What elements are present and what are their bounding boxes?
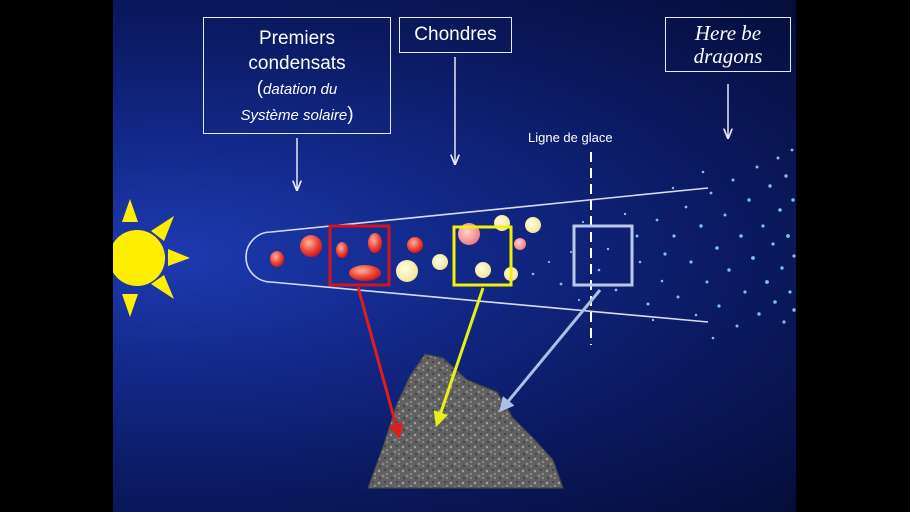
chondres-box bbox=[452, 225, 513, 287]
arrow-red-to-rock bbox=[356, 286, 404, 439]
premiers-condensats-label: Premiers condensats (datation du Système… bbox=[203, 17, 391, 134]
premiers-line1: Premiers bbox=[258, 28, 335, 49]
premiers-sub2: Système solaire bbox=[240, 107, 348, 124]
paren-open: ( bbox=[256, 78, 264, 99]
arrow-blue-to-rock bbox=[499, 289, 602, 413]
scene-diagram bbox=[113, 57, 796, 489]
arrow-yellow-to-rock bbox=[433, 287, 485, 427]
paren-close: ) bbox=[347, 104, 354, 125]
sun-icon bbox=[113, 199, 190, 317]
ice-region-box bbox=[572, 224, 634, 287]
dragons-line2: dragons bbox=[693, 44, 763, 68]
premiers-sub1-line: (datation du bbox=[204, 76, 390, 102]
chondres-label: Chondres bbox=[399, 17, 512, 53]
meteorite-rock bbox=[367, 353, 564, 489]
premiers-sub1: datation du bbox=[263, 81, 338, 98]
ligne-de-glace-label: Ligne de glace bbox=[528, 130, 613, 145]
premiers-condensats-particles bbox=[270, 233, 423, 281]
protoplanetary-disk bbox=[245, 187, 709, 323]
here-be-dragons-label: Here be dragons bbox=[665, 17, 791, 72]
dragons-line1: Here be bbox=[694, 21, 762, 45]
dust-particles bbox=[531, 148, 796, 340]
slide: Premiers condensats (datation du Système… bbox=[113, 0, 796, 512]
condensats-box bbox=[328, 224, 391, 287]
premiers-line2: condensats bbox=[248, 53, 346, 74]
premiers-sub2-line: Système solaire) bbox=[204, 102, 390, 128]
